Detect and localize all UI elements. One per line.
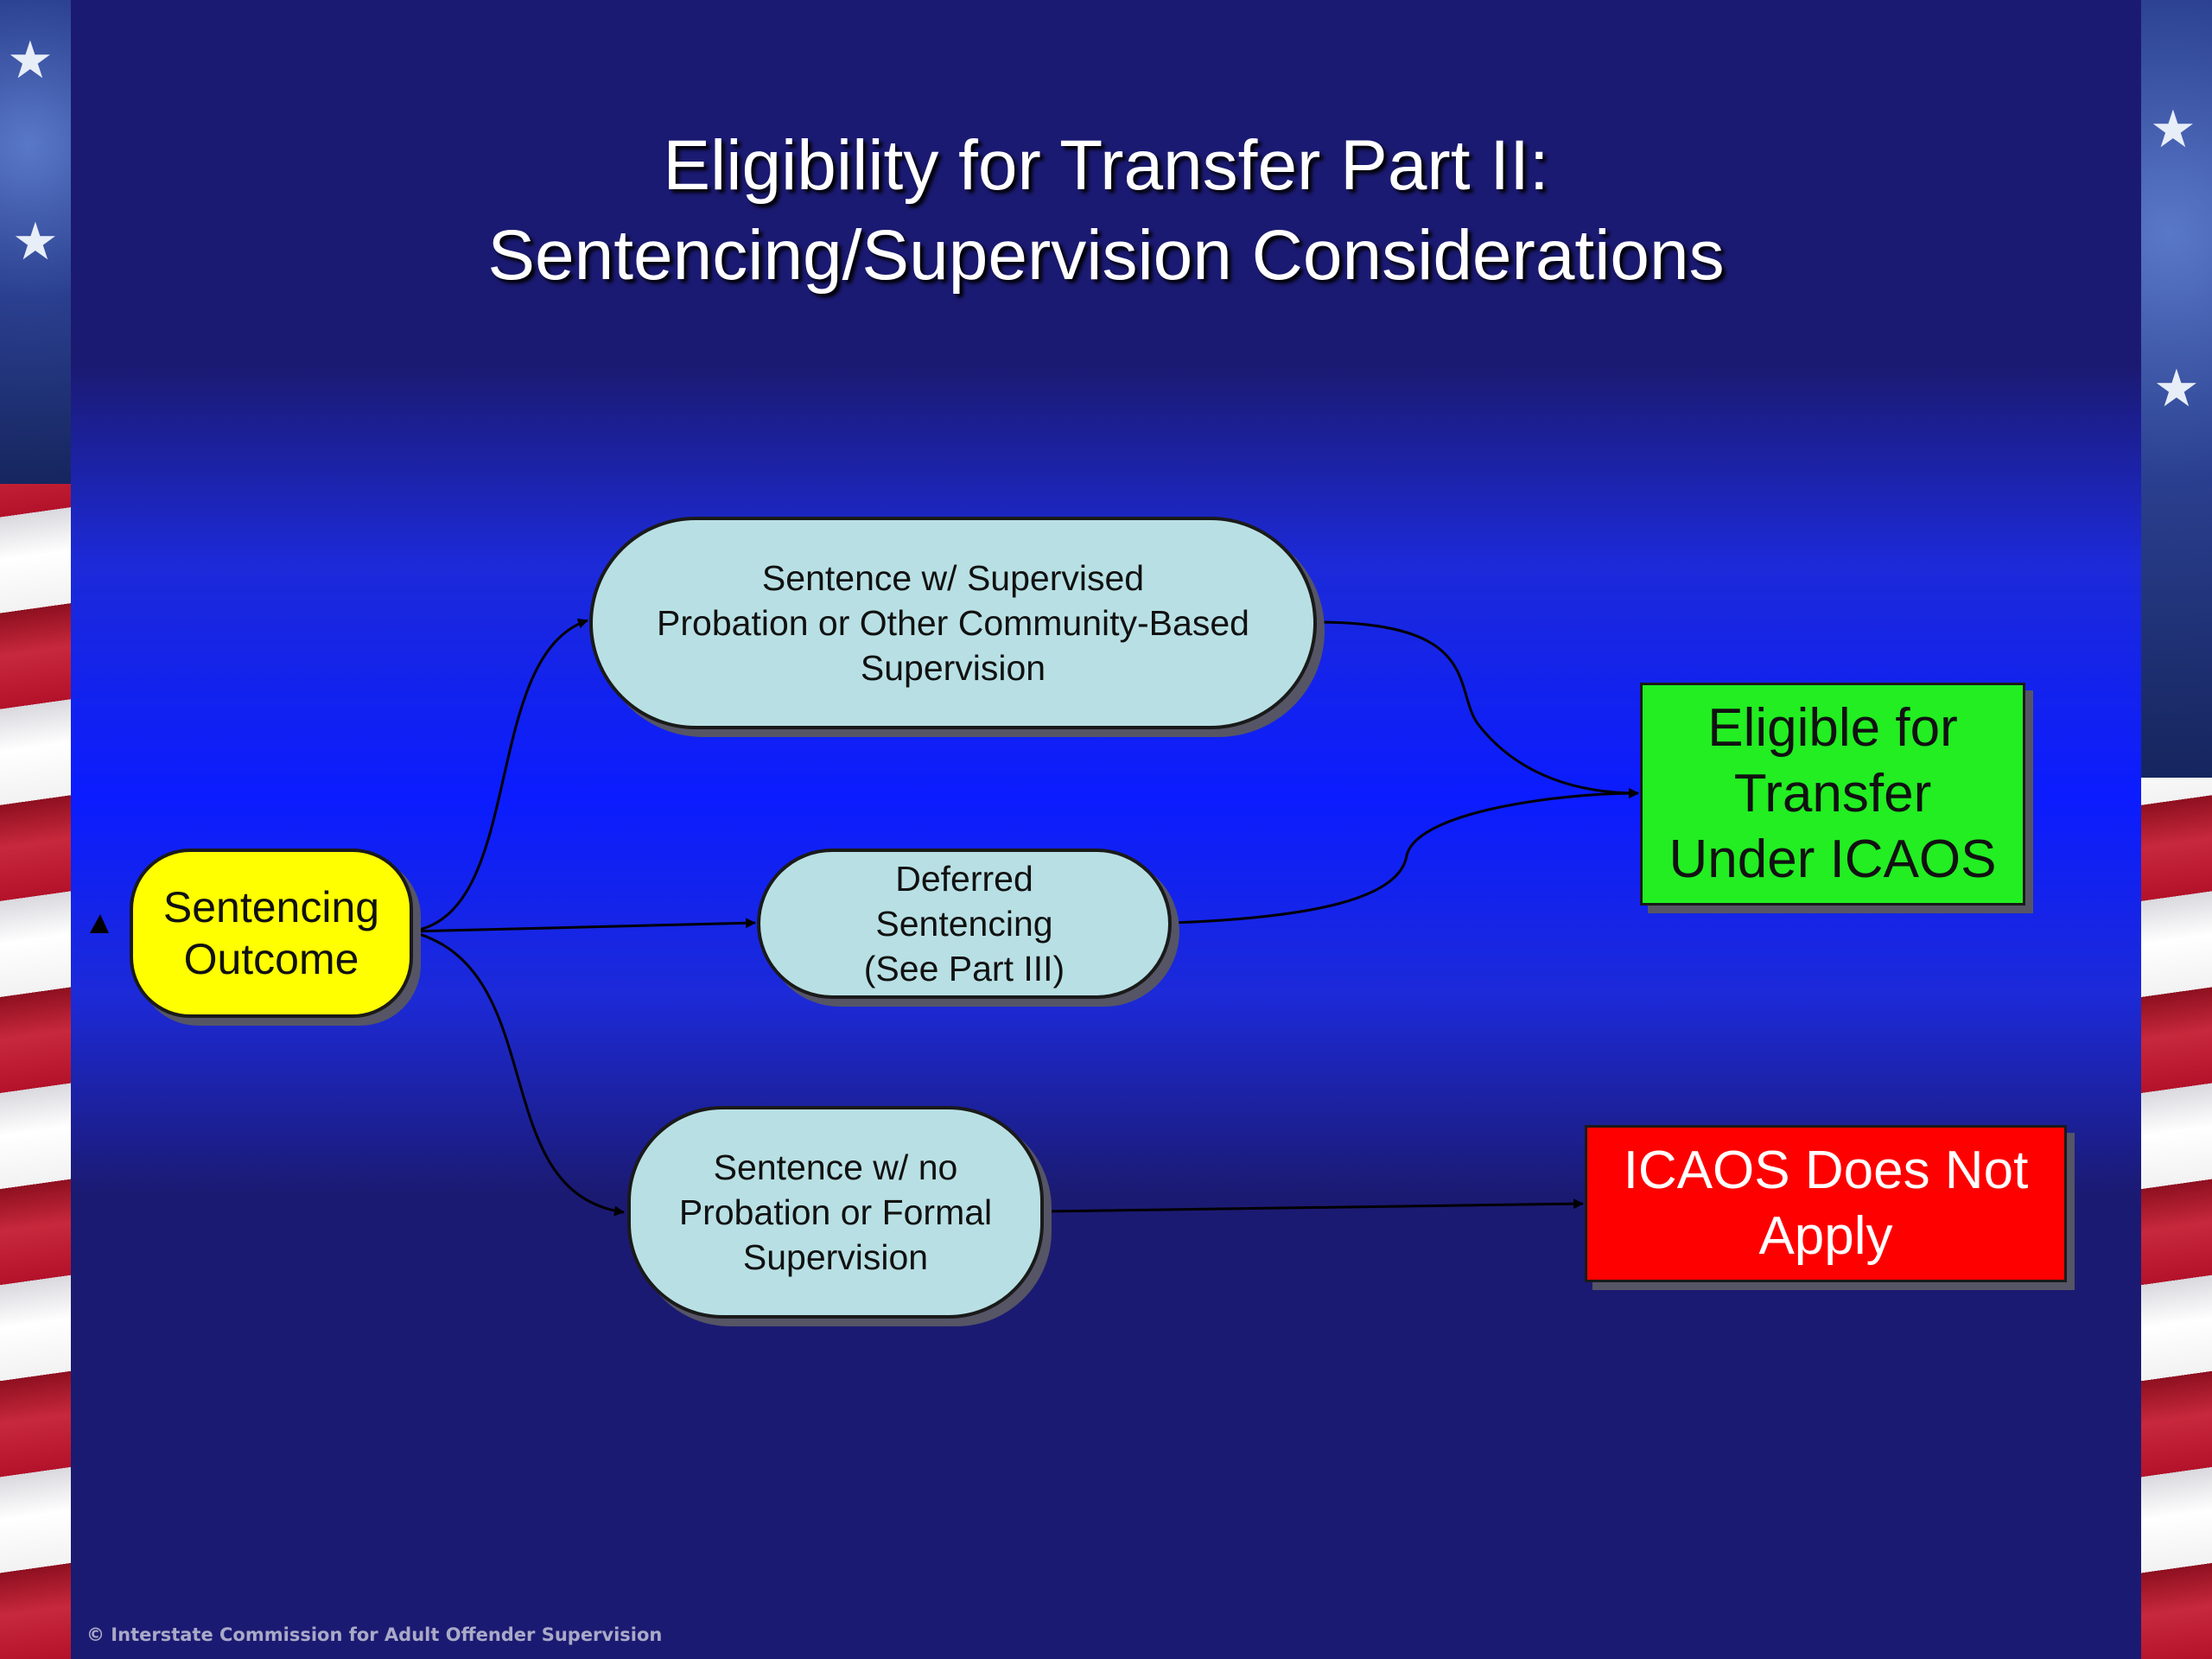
star-icon: ★ xyxy=(2153,359,2200,417)
node-label-line: Sentence w/ no xyxy=(713,1147,958,1187)
copyright-footer: © Interstate Commission for Adult Offend… xyxy=(86,1624,663,1645)
flag-union-right: ★ ★ xyxy=(2141,0,2212,778)
node-sentence-supervised: Sentence w/ Supervised Probation or Othe… xyxy=(589,517,1317,729)
flag-backdrop-left: ★ ★ xyxy=(0,0,71,1659)
flag-union-left: ★ ★ xyxy=(0,0,71,484)
node-label-line: Sentencing xyxy=(162,883,380,931)
connector-outcome-to-supervised xyxy=(410,618,588,933)
node-eligible-for-transfer: Eligible for Transfer Under ICAOS xyxy=(1640,683,2025,906)
arrowhead-stub xyxy=(90,914,109,933)
node-label-line: Probation or Other Community-Based xyxy=(657,603,1249,643)
star-icon: ★ xyxy=(12,213,59,270)
node-label-line: (See Part III) xyxy=(863,949,1065,988)
node-label-line: Deferred xyxy=(895,859,1033,899)
node-sentencing-outcome: Sentencing Outcome xyxy=(130,849,413,1018)
connector-supervised-to-eligible xyxy=(1316,620,1639,798)
flag-backdrop-right: ★ ★ xyxy=(2141,0,2212,1659)
node-label-line: Supervision xyxy=(742,1237,929,1277)
node-deferred-sentencing: Deferred Sentencing (See Part III) xyxy=(757,849,1172,999)
node-label-line: Supervision xyxy=(860,648,1046,688)
node-label-line: Apply xyxy=(1758,1206,1893,1266)
title-line-1: Eligibility for Transfer Part II: xyxy=(663,126,1549,205)
node-label-line: Probation or Formal xyxy=(678,1192,993,1232)
slide-title: Eligibility for Transfer Part II: Senten… xyxy=(0,121,2212,301)
connector-deferred-to-eligible xyxy=(1171,788,1639,925)
node-label-line: ICAOS Does Not xyxy=(1623,1141,2029,1200)
node-label-line: Outcome xyxy=(183,935,359,983)
connector-outcome-to-deferred xyxy=(410,918,756,933)
node-label-line: Eligible for xyxy=(1707,698,1958,758)
node-sentence-no-supervision: Sentence w/ no Probation or Formal Super… xyxy=(627,1106,1044,1319)
star-icon: ★ xyxy=(2150,100,2196,158)
node-icaos-does-not-apply: ICAOS Does Not Apply xyxy=(1585,1125,2067,1282)
connector-outcome-to-no-supervision xyxy=(410,930,625,1217)
node-label-line: Sentencing xyxy=(875,904,1053,944)
star-icon: ★ xyxy=(7,31,54,89)
connector-no-supervision-to-not-apply xyxy=(1043,1198,1584,1213)
node-label-line: Transfer xyxy=(1733,764,1932,823)
title-line-2: Sentencing/Supervision Considerations xyxy=(487,216,1725,295)
node-label-line: Sentence w/ Supervised xyxy=(761,558,1145,598)
node-label-line: Under ICAOS xyxy=(1669,830,1997,889)
